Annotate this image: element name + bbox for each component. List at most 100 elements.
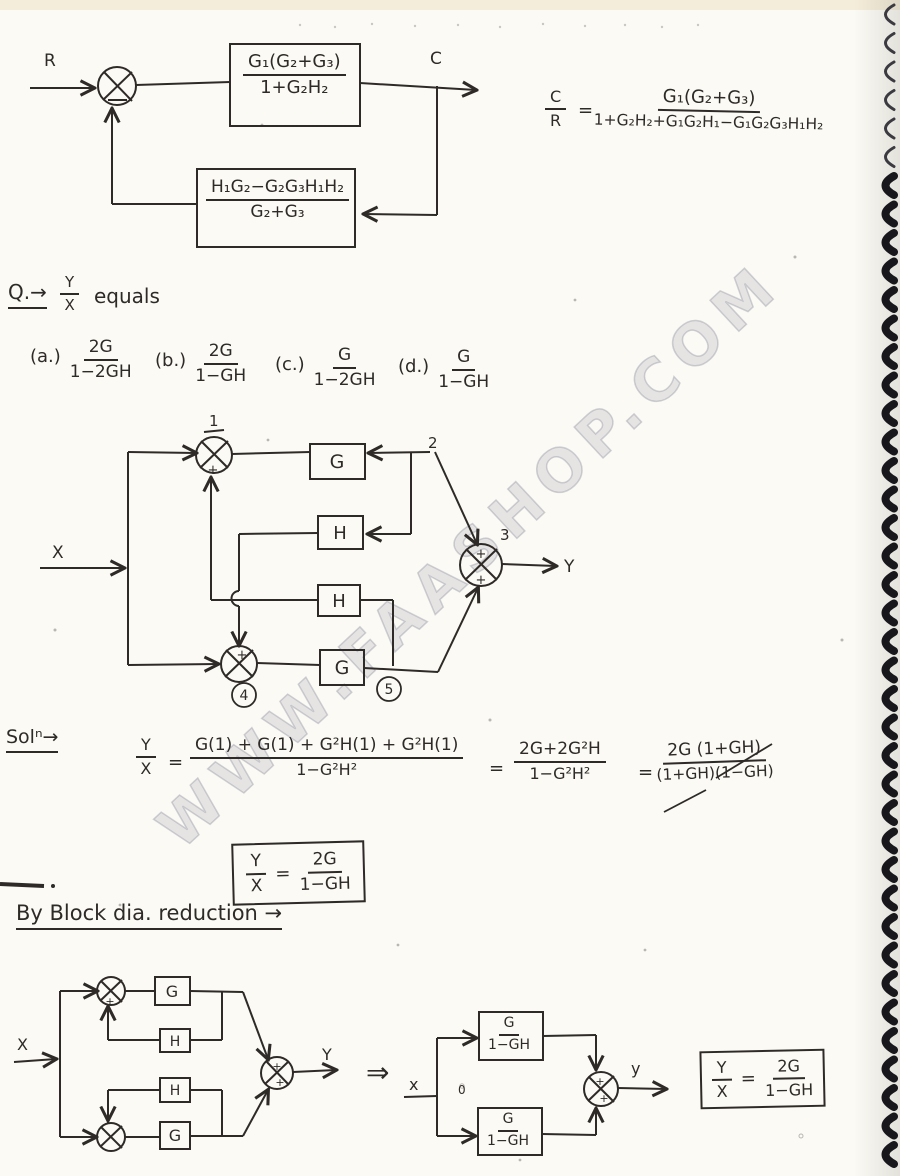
- d3-x-label: X: [17, 1035, 28, 1054]
- option-c-label: (c.): [275, 354, 305, 375]
- option-c: (c.) G 1−2GH: [275, 345, 376, 391]
- summer-a-plus: +: [105, 995, 114, 1008]
- node-4-label: 4: [240, 688, 249, 704]
- g2-block-box: [319, 649, 365, 686]
- option-b-den: 1−GH: [195, 366, 247, 387]
- question-lhs-num: Y: [60, 274, 80, 295]
- final-lhs-den: X: [716, 1081, 728, 1101]
- answer-lhs-num: Y: [245, 851, 267, 876]
- y-output-label: Y: [563, 557, 575, 577]
- solution-equals-1: =: [168, 752, 184, 773]
- solution-step3-den: (1+GH)(1−GH): [656, 761, 774, 785]
- question-lhs-fraction: Y X: [60, 274, 80, 314]
- x-input-label: X: [52, 543, 64, 563]
- summer-final-left-plus-bottom: +: [275, 1076, 284, 1089]
- feedback-block-box: [196, 168, 356, 248]
- solution-lhs-den: X: [140, 758, 152, 778]
- ga-block-label: G: [166, 982, 178, 1001]
- reduction-left-labels: X Y G H H G + + +: [17, 982, 332, 1145]
- summer4-plus-sign: +: [237, 648, 248, 663]
- page-top-edge: [0, 0, 900, 10]
- solution-step1-fraction: G(1) + G(1) + G²H(1) + G²H(1) 1−G²H²: [190, 735, 464, 780]
- stray-zero-mark: 0: [458, 1083, 466, 1097]
- summer3-plus-bottom: +: [476, 573, 487, 588]
- option-b-label: (b.): [155, 350, 187, 371]
- summer-final-middle-plus-bottom: +: [599, 1092, 608, 1105]
- option-a-num: 2G: [83, 337, 118, 362]
- ink-specks: [53, 123, 844, 1162]
- top-diagram: [30, 43, 476, 248]
- option-c-num: G: [333, 345, 357, 370]
- stray-dash: [0, 882, 55, 888]
- label-5-circle: [376, 676, 402, 702]
- reduced-bottom-num: G: [497, 1111, 519, 1132]
- option-d-num: G: [452, 347, 476, 372]
- reduced-top-num: G: [498, 1015, 520, 1036]
- solution-label: Solⁿ→: [6, 726, 59, 753]
- final-lhs-num: Y: [711, 1058, 732, 1081]
- summer1-plus-sign: +: [208, 463, 219, 478]
- reduced-top-block-fraction: G 1−GH: [488, 1015, 531, 1053]
- summer3-plus-top: +: [476, 547, 487, 562]
- answer-box: Y X = 2G 1−GH: [231, 840, 366, 906]
- solution-equals-3: =: [638, 762, 654, 783]
- forward-block-fraction: G₁(G₂+G₃) 1+G₂H₂: [243, 51, 346, 98]
- feedback-block-fraction: H₁G₂−G₂G₃H₁H₂ G₂+G₃: [206, 177, 350, 223]
- feedback-block-den: G₂+G₃: [250, 202, 305, 223]
- solution-step2-num: 2G+2G²H: [514, 739, 606, 764]
- reduced-bottom-den: 1−GH: [487, 1132, 530, 1149]
- option-c-den: 1−2GH: [313, 370, 376, 391]
- reduced-top-den: 1−GH: [488, 1036, 531, 1053]
- solution-step1-num: G(1) + G(1) + G²H(1) + G²H(1): [190, 735, 464, 760]
- top-summer: [97, 66, 137, 106]
- reduced-bottom-block-fraction: G 1−GH: [487, 1111, 530, 1149]
- final-rhs-den: 1−GH: [764, 1079, 814, 1100]
- h2-block-label: H: [332, 591, 346, 612]
- solution-step1-den: 1−G²H²: [296, 760, 358, 780]
- node-2-label: 2: [428, 434, 438, 452]
- question-lhs-den: X: [64, 295, 75, 314]
- option-d-den: 1−GH: [438, 372, 490, 393]
- solution-step2-fraction: 2G+2G²H 1−G²H²: [514, 739, 606, 784]
- final-rhs-num: 2G: [772, 1056, 806, 1080]
- h1-block-label: H: [333, 523, 347, 544]
- d3-y-label: Y: [321, 1045, 332, 1064]
- section-heading: By Block dia. reduction →: [16, 901, 283, 930]
- reduction-middle-labels: x y + + 0: [409, 1059, 640, 1105]
- option-a-den: 1−2GH: [69, 362, 132, 383]
- reduction-middle-diagram: [403, 1011, 666, 1156]
- answer-lhs-den: X: [250, 875, 263, 897]
- final-lhs-fraction: Y X: [711, 1058, 733, 1101]
- spiral-binding: [881, 3, 898, 1168]
- answer-equals: =: [275, 862, 291, 885]
- transfer-lhs-num: C: [545, 88, 567, 110]
- forward-block-box: [229, 43, 361, 127]
- d4-y-label: y: [631, 1059, 640, 1078]
- option-d-label: (d.): [398, 356, 430, 377]
- reduced-bottom-block-box: [477, 1107, 543, 1156]
- r-input-label: R: [44, 51, 56, 71]
- g1-block-box: [309, 443, 366, 480]
- solution-step2-den: 1−G²H²: [529, 764, 591, 784]
- summer-1: [195, 436, 233, 474]
- option-d: (d.) G 1−GH: [398, 347, 490, 393]
- ha-block-label: H: [170, 1034, 181, 1050]
- option-d-fraction: G 1−GH: [438, 347, 490, 393]
- hb-block-label: H: [170, 1083, 181, 1099]
- option-a: (a.) 2G 1−2GH: [30, 337, 132, 383]
- summer-final-middle-plus-top: +: [595, 1075, 604, 1088]
- option-b-num: 2G: [203, 341, 238, 366]
- answer-lhs-fraction: Y X: [245, 851, 267, 897]
- option-b: (b.) 2G 1−GH: [155, 341, 247, 387]
- solution-lhs-num: Y: [136, 736, 156, 758]
- solution-step3-fraction: 2G (1+GH) (1+GH)(1−GH): [655, 737, 774, 785]
- transfer-lhs-den: R: [550, 110, 562, 130]
- main-diagram-labels: X Y 1 2 3 4 5 G H H G + + + + R C: [44, 49, 575, 704]
- feedback-block-num: H₁G₂−G₂G₃H₁H₂: [206, 177, 350, 202]
- transfer-equals: =: [578, 100, 594, 121]
- option-b-fraction: 2G 1−GH: [195, 341, 247, 387]
- h1-block-box: [317, 515, 364, 550]
- final-result-box: Y X = 2G 1−GH: [699, 1048, 826, 1110]
